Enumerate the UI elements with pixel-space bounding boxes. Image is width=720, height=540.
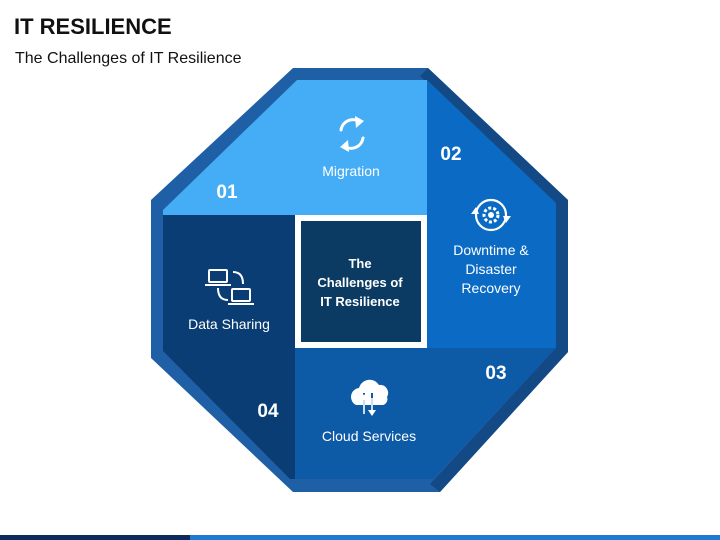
- octagon-border-shade: [420, 68, 568, 492]
- page-subtitle: The Challenges of IT Resilience: [15, 50, 242, 67]
- item-01-number: 01: [216, 182, 238, 203]
- item-02-title-line-3: Recovery: [461, 280, 520, 296]
- cloud-transfer-icon: [351, 379, 389, 416]
- center-line-1: The: [348, 256, 371, 271]
- item-04-number: 04: [257, 401, 279, 422]
- gear-cycle-icon: [471, 198, 511, 232]
- center-line-3: IT Resilience: [320, 294, 399, 309]
- center-line-2: Challenges of: [317, 275, 403, 290]
- bottom-bar-dark-segment: [0, 535, 190, 540]
- laptops-exchange-icon: [205, 269, 254, 305]
- item-04-title: Data Sharing: [188, 316, 270, 332]
- quadrant-04: [163, 215, 295, 479]
- quadrant-03: [295, 348, 556, 479]
- bottom-bar-light-segment: [190, 535, 720, 540]
- item-03-number: 03: [485, 363, 506, 384]
- item-01-title: Migration: [322, 163, 380, 179]
- page-title: IT RESILIENCE: [14, 14, 172, 39]
- item-03-title: Cloud Services: [322, 428, 416, 444]
- bottom-accent-bar: [0, 535, 720, 540]
- item-02-number: 02: [440, 144, 461, 165]
- refresh-arrows-icon: [339, 116, 365, 152]
- item-02-title-line-2: Disaster: [465, 261, 517, 277]
- center-box: [301, 221, 421, 342]
- quadrant-01: [163, 80, 427, 215]
- item-02-title-line-1: Downtime &: [453, 242, 529, 258]
